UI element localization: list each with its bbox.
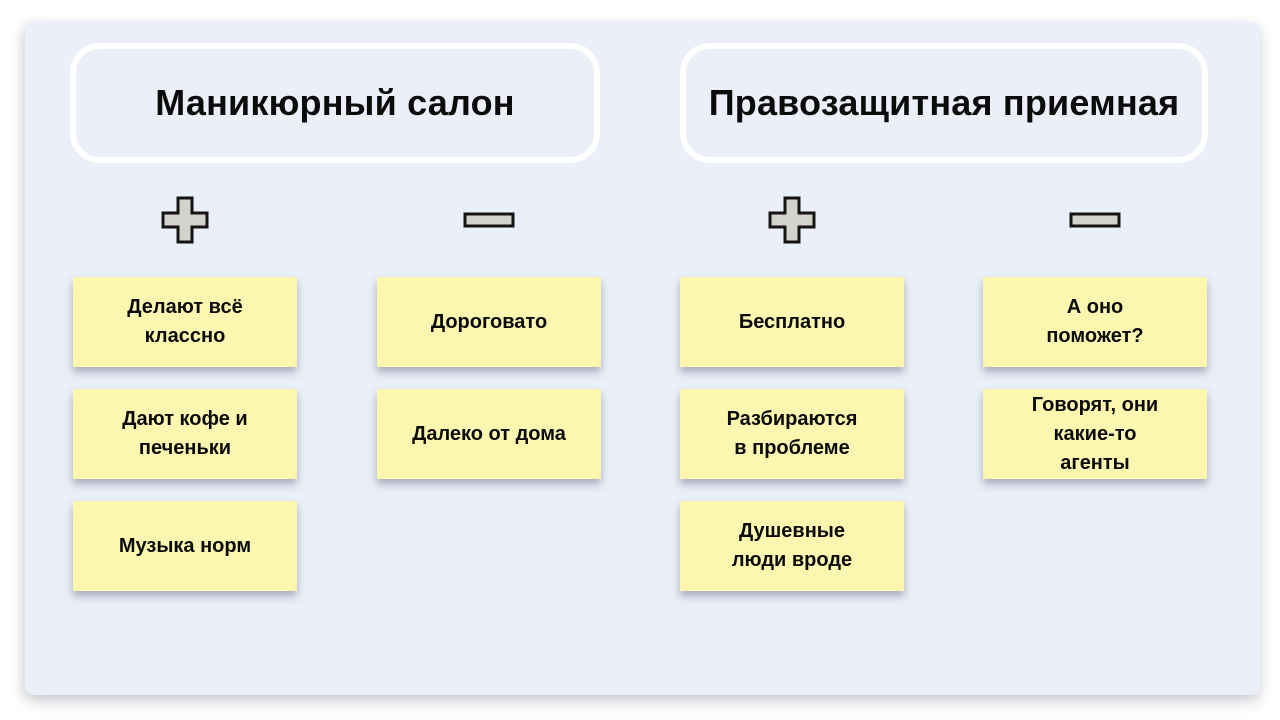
- sticky-note[interactable]: Говорят, они какие-то агенты: [983, 389, 1207, 479]
- plus-icon: [768, 196, 816, 244]
- sticky-note-text: Музыка норм: [118, 534, 252, 557]
- sticky-note[interactable]: Разбираются в проблеме: [680, 389, 904, 479]
- sticky-note-text: А оно поможет?: [1046, 296, 1144, 347]
- plus-glyph: [768, 196, 816, 244]
- sticky-note[interactable]: Бесплатно: [680, 277, 904, 367]
- sticky-note-text: Бесплатно: [738, 310, 846, 333]
- minus-icon: [1069, 212, 1121, 228]
- category-title-box-manicure-salon[interactable]: Маникюрный салон: [70, 43, 600, 163]
- sticky-note-text: Дороговато: [430, 310, 548, 333]
- plus-icon: [161, 196, 209, 244]
- sticky-note-text: Далеко от дома: [412, 422, 566, 445]
- sticky-note-text: Душевные люди вроде: [731, 520, 853, 571]
- sticky-note[interactable]: Далеко от дома: [377, 389, 601, 479]
- sticky-note[interactable]: Душевные люди вроде: [680, 501, 904, 591]
- category-title-label: Правозащитная приемная: [708, 82, 1180, 123]
- minus-glyph: [463, 212, 515, 228]
- category-title-box-legal-aid[interactable]: Правозащитная приемная: [680, 43, 1208, 163]
- sticky-note[interactable]: Музыка норм: [73, 501, 297, 591]
- sticky-note-text: Делают всё классно: [127, 296, 243, 347]
- sticky-note-text: Разбираются в проблеме: [726, 408, 858, 459]
- minus-icon: [463, 212, 515, 228]
- sticky-note[interactable]: Дороговато: [377, 277, 601, 367]
- minus-glyph: [1069, 212, 1121, 228]
- sticky-note[interactable]: А оно поможет?: [983, 277, 1207, 367]
- sticky-note[interactable]: Делают всё классно: [73, 277, 297, 367]
- sticky-note-text: Говорят, они какие-то агенты: [1031, 393, 1159, 474]
- sticky-note-text: Дают кофе и печеньки: [122, 408, 248, 459]
- plus-glyph: [161, 196, 209, 244]
- sticky-note[interactable]: Дают кофе и печеньки: [73, 389, 297, 479]
- category-title-label: Маникюрный салон: [155, 82, 515, 123]
